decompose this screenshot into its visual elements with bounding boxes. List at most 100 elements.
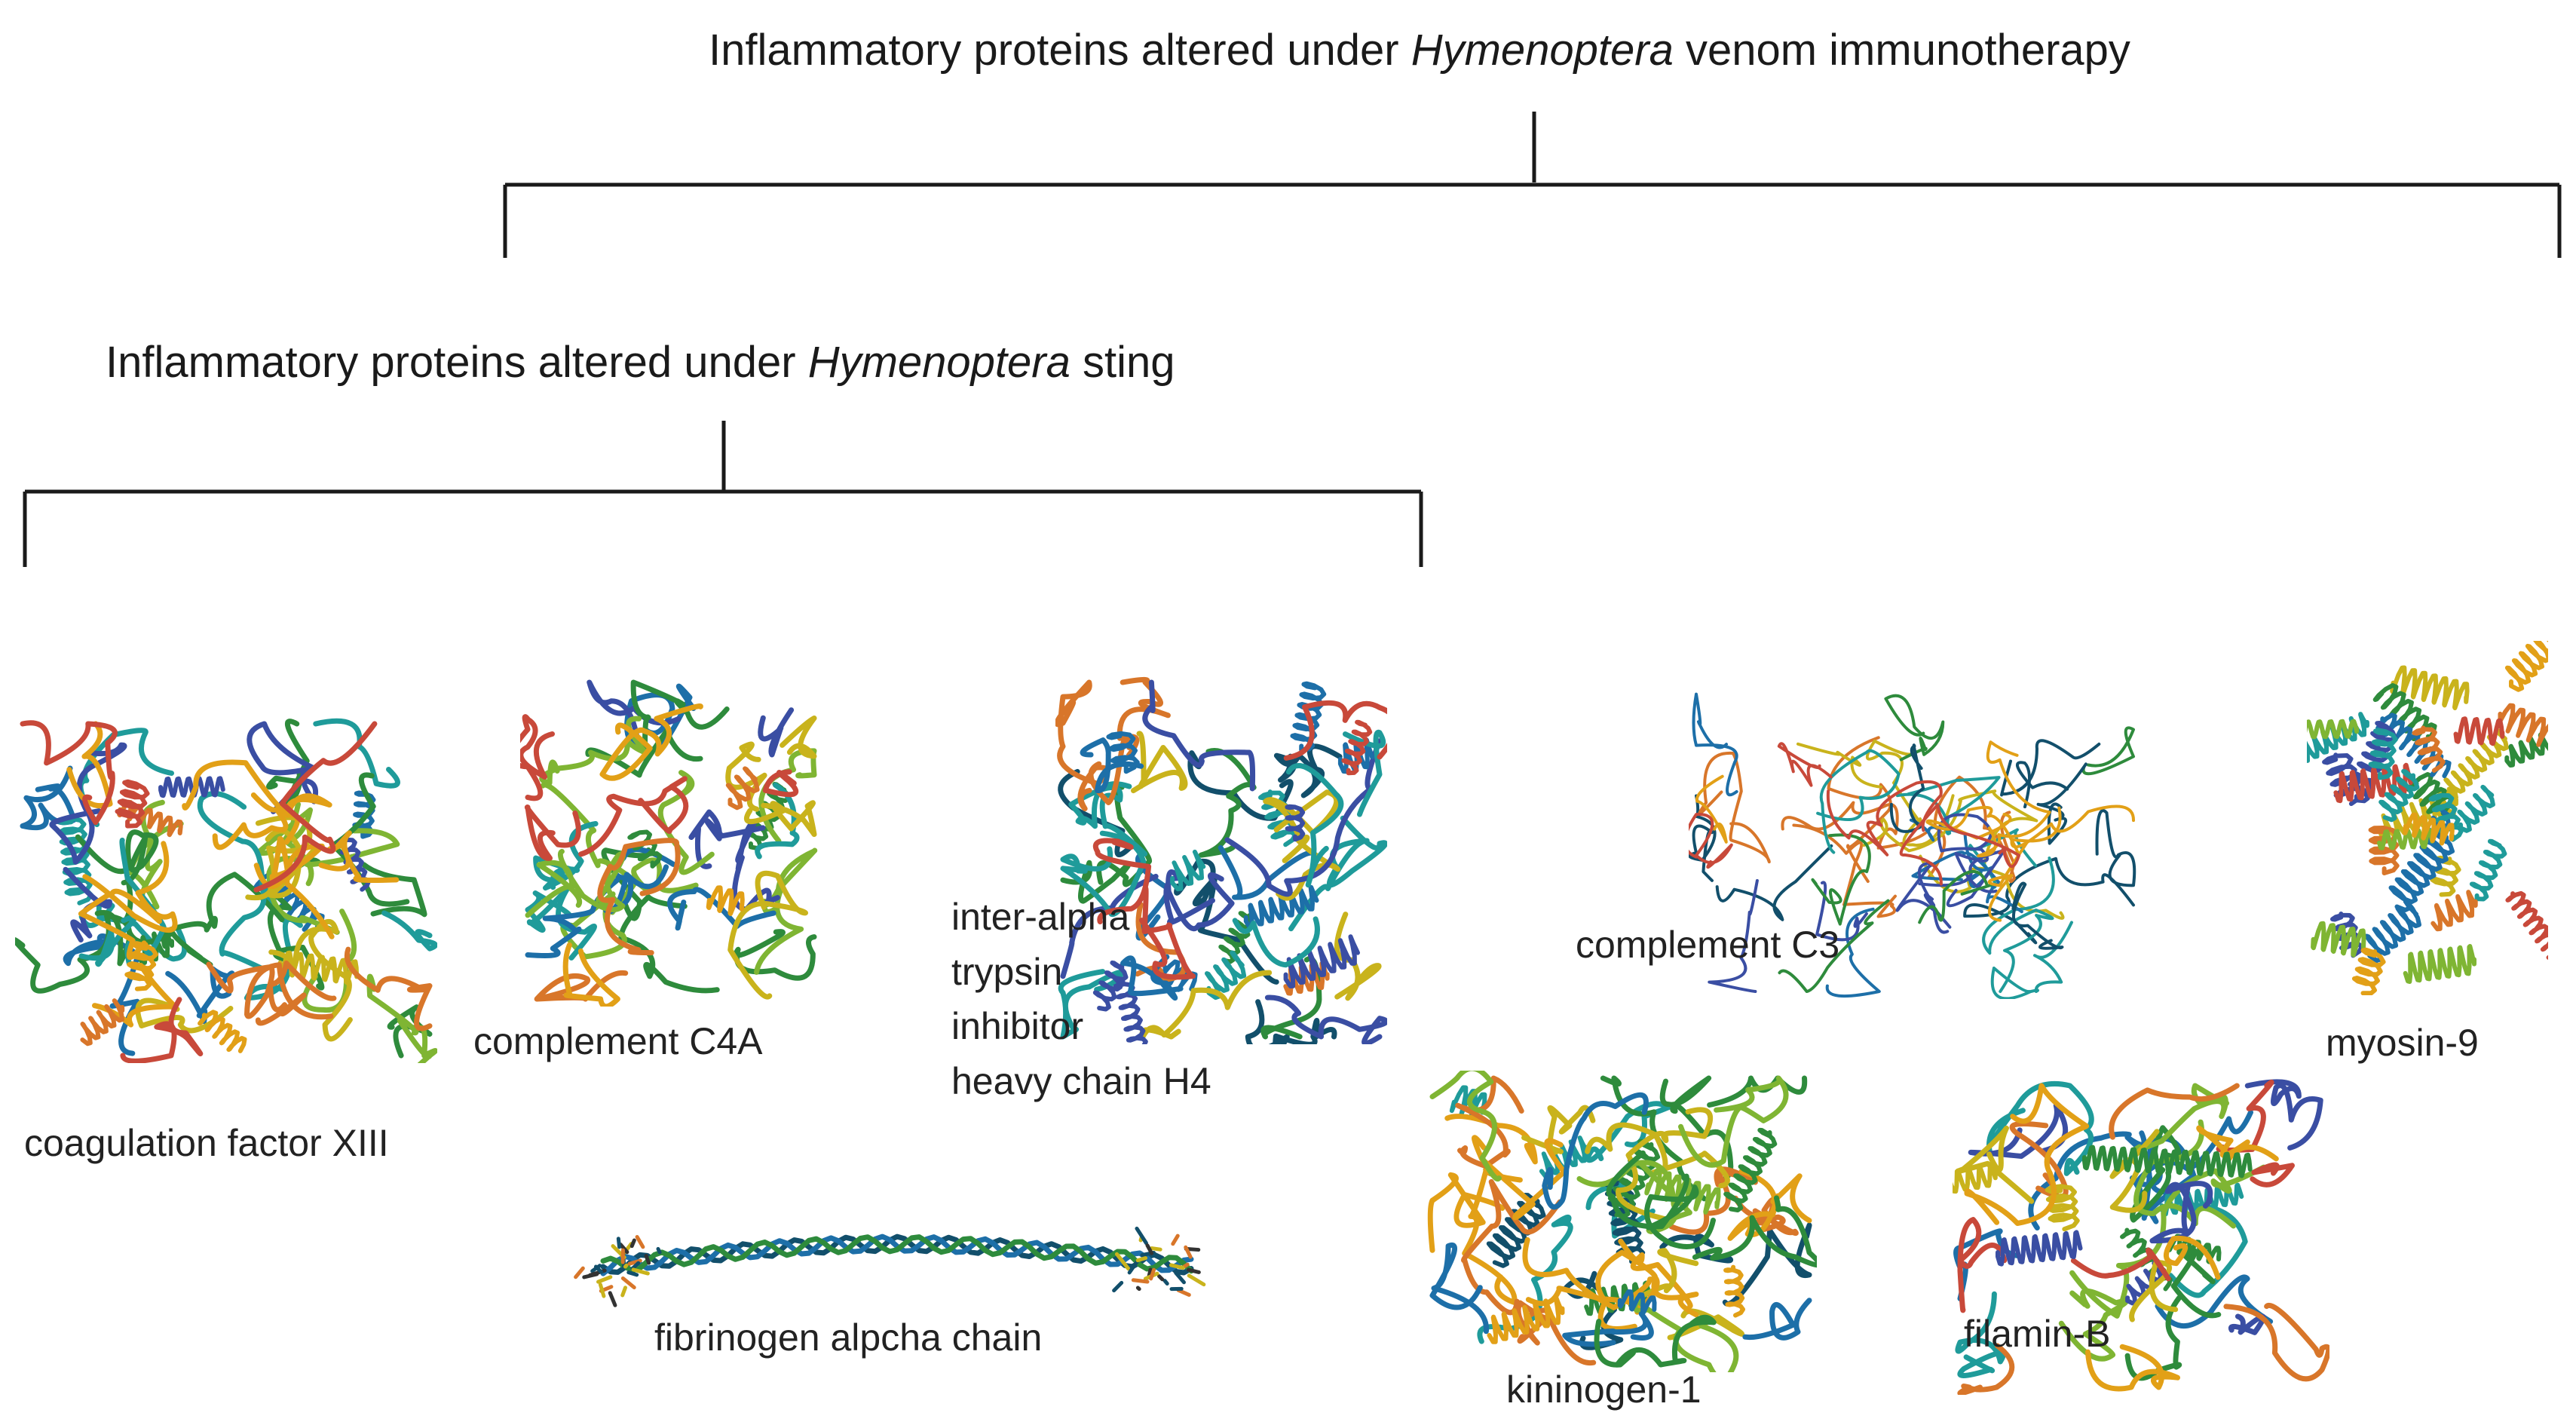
- filamin-b-helix: [2125, 1261, 2164, 1306]
- myosin-9-helix: [2504, 641, 2548, 692]
- complement-c4a-loop: [585, 728, 703, 778]
- complement-c4a-loop: [667, 887, 776, 931]
- complement-c3-loop: [1826, 780, 1943, 857]
- kininogen-1-helix: [1487, 1295, 1565, 1344]
- complement-c3-loop: [1698, 751, 1771, 864]
- fibrinogen-end-knob: [1162, 1279, 1169, 1286]
- kininogen-1-loop: [1659, 1233, 1733, 1264]
- myosin-9-helix: [2348, 721, 2397, 804]
- filamin-b-label: filamin-B: [1964, 1313, 2111, 1355]
- sub-heading-prefix: Inflammatory proteins altered under: [106, 338, 808, 387]
- complement-c4a-loop: [525, 877, 620, 958]
- inter-alpha-loop: [1055, 679, 1110, 787]
- kininogen-1-loop: [1427, 1172, 1505, 1253]
- complement-c4a-helix: [725, 766, 760, 811]
- filamin-b-loop: [1957, 1343, 2015, 1395]
- inter-alpha-structure: [1055, 676, 1387, 1044]
- kininogen-1-loop: [1600, 1075, 1707, 1202]
- fibrinogen-end-knob: [1182, 1262, 1190, 1269]
- kininogen-1-loop: [1707, 1075, 1808, 1108]
- kininogen-1-loop: [1692, 1195, 1817, 1268]
- myosin-9-helix: [2430, 855, 2461, 897]
- complement-c3-loop: [2081, 726, 2135, 776]
- coagulation-factor-xiii-loop: [197, 791, 267, 973]
- inter-alpha-helix: [1285, 804, 1306, 842]
- fibrinogen-end-knob: [582, 1272, 599, 1279]
- inter-alpha-helix: [1243, 884, 1319, 930]
- inter-alpha-loop: [1264, 994, 1387, 1044]
- complement-c4a-loop: [520, 714, 555, 801]
- fibrinogen-end-knob: [1135, 1256, 1148, 1263]
- complement-c4a-loop: [618, 894, 720, 994]
- sub-heading-suffix: sting: [1070, 338, 1175, 387]
- fibrinogen-end-knob: [596, 1275, 613, 1284]
- fibrinogen-end-knob: [656, 1246, 662, 1255]
- inter-alpha-loop: [1343, 729, 1386, 817]
- complement-c4a-loop: [524, 804, 581, 861]
- myosin-9-helix: [2307, 719, 2360, 740]
- kininogen-1-loop: [1626, 1248, 1699, 1305]
- complement-c3-loop: [1895, 862, 1952, 934]
- coagulation-factor-xiii-loop: [78, 915, 137, 967]
- filamin-b-helix: [1953, 1163, 1998, 1194]
- complement-c3-loop: [1815, 881, 1868, 942]
- complement-c3-loop: [1977, 740, 2051, 858]
- complement-c4a-loop: [597, 838, 681, 956]
- myosin-9-helix: [2495, 703, 2548, 747]
- myosin-9-structure: [2307, 641, 2548, 995]
- fibrinogen-end-knob: [620, 1286, 628, 1298]
- top-heading-suffix: venom immunotherapy: [1673, 26, 2130, 75]
- coagulation-factor-xiii-loop: [366, 973, 437, 1063]
- inter-alpha-helix: [1258, 789, 1297, 847]
- coagulation-factor-xiii-loop: [15, 909, 133, 994]
- coagulation-factor-xiii-helix: [198, 1010, 247, 1053]
- complement-c4a-helix: [706, 885, 745, 916]
- sub-bracket: [23, 421, 1423, 567]
- kininogen-1-loop: [1742, 1298, 1812, 1341]
- filamin-b-loop: [2109, 1083, 2240, 1140]
- complement-c3-loop: [1689, 813, 1733, 869]
- kininogen-1-loop: [1606, 1150, 1689, 1230]
- kininogen-1-loop: [1678, 1075, 1789, 1168]
- myosin-9-helix: [2402, 812, 2455, 846]
- filamin-b-loop: [2223, 1302, 2329, 1382]
- complement-c4a-loop: [599, 703, 703, 781]
- fibrinogen-end-knob: [620, 1276, 636, 1290]
- myosin-9-label: myosin-9: [2326, 1022, 2479, 1064]
- fibrinogen-end-knob: [629, 1238, 636, 1249]
- complement-c3-loop: [1695, 774, 1728, 844]
- coagulation-factor-xiii-helix: [80, 998, 125, 1047]
- fibrinogen-end-knob: [1150, 1246, 1162, 1252]
- myosin-9-helix: [2351, 947, 2386, 995]
- inter-alpha-helix: [1290, 681, 1327, 752]
- coagulation-factor-xiii-structure: [15, 718, 437, 1063]
- inter-alpha-label: inter-alpha trypsin inhibitor heavy chai…: [951, 890, 1211, 1108]
- filamin-b-loop: [2070, 1247, 2171, 1282]
- fibrinogen-end-knob: [1114, 1252, 1131, 1271]
- inter-alpha-label-line-4: heavy chain H4: [951, 1059, 1211, 1102]
- kininogen-1-loop: [1461, 1178, 1563, 1316]
- inter-alpha-loop: [1060, 830, 1147, 918]
- myosin-9-helix: [2505, 890, 2548, 960]
- complement-c4a-loop: [688, 809, 766, 869]
- inter-alpha-loop: [1138, 885, 1196, 980]
- inter-alpha-loop: [1092, 838, 1152, 924]
- inter-alpha-loop: [1058, 969, 1124, 1040]
- inter-alpha-loop: [1285, 763, 1344, 888]
- coagulation-factor-xiii-loop: [20, 765, 77, 831]
- fibrinogen-end-knob: [644, 1254, 651, 1265]
- kininogen-1-helix: [1723, 1127, 1778, 1212]
- kininogen-1-loop: [1668, 1166, 1758, 1235]
- filamin-b-loop: [2069, 1164, 2267, 1319]
- fibrinogen-end-knob: [1169, 1263, 1185, 1270]
- filamin-b-loop: [2130, 1125, 2182, 1223]
- inter-alpha-helix: [1341, 719, 1373, 776]
- filamin-b-loop: [1968, 1102, 2069, 1159]
- complement-c4a-loop: [762, 769, 799, 798]
- kininogen-1-loop: [1472, 1135, 1567, 1221]
- coagulation-factor-xiii-loop: [266, 719, 310, 811]
- complement-c3-loop: [1919, 854, 2065, 920]
- filamin-b-loop: [1957, 1217, 2008, 1313]
- filamin-b-loop: [2085, 1344, 2180, 1392]
- coagulation-factor-xiii-helix: [158, 776, 225, 798]
